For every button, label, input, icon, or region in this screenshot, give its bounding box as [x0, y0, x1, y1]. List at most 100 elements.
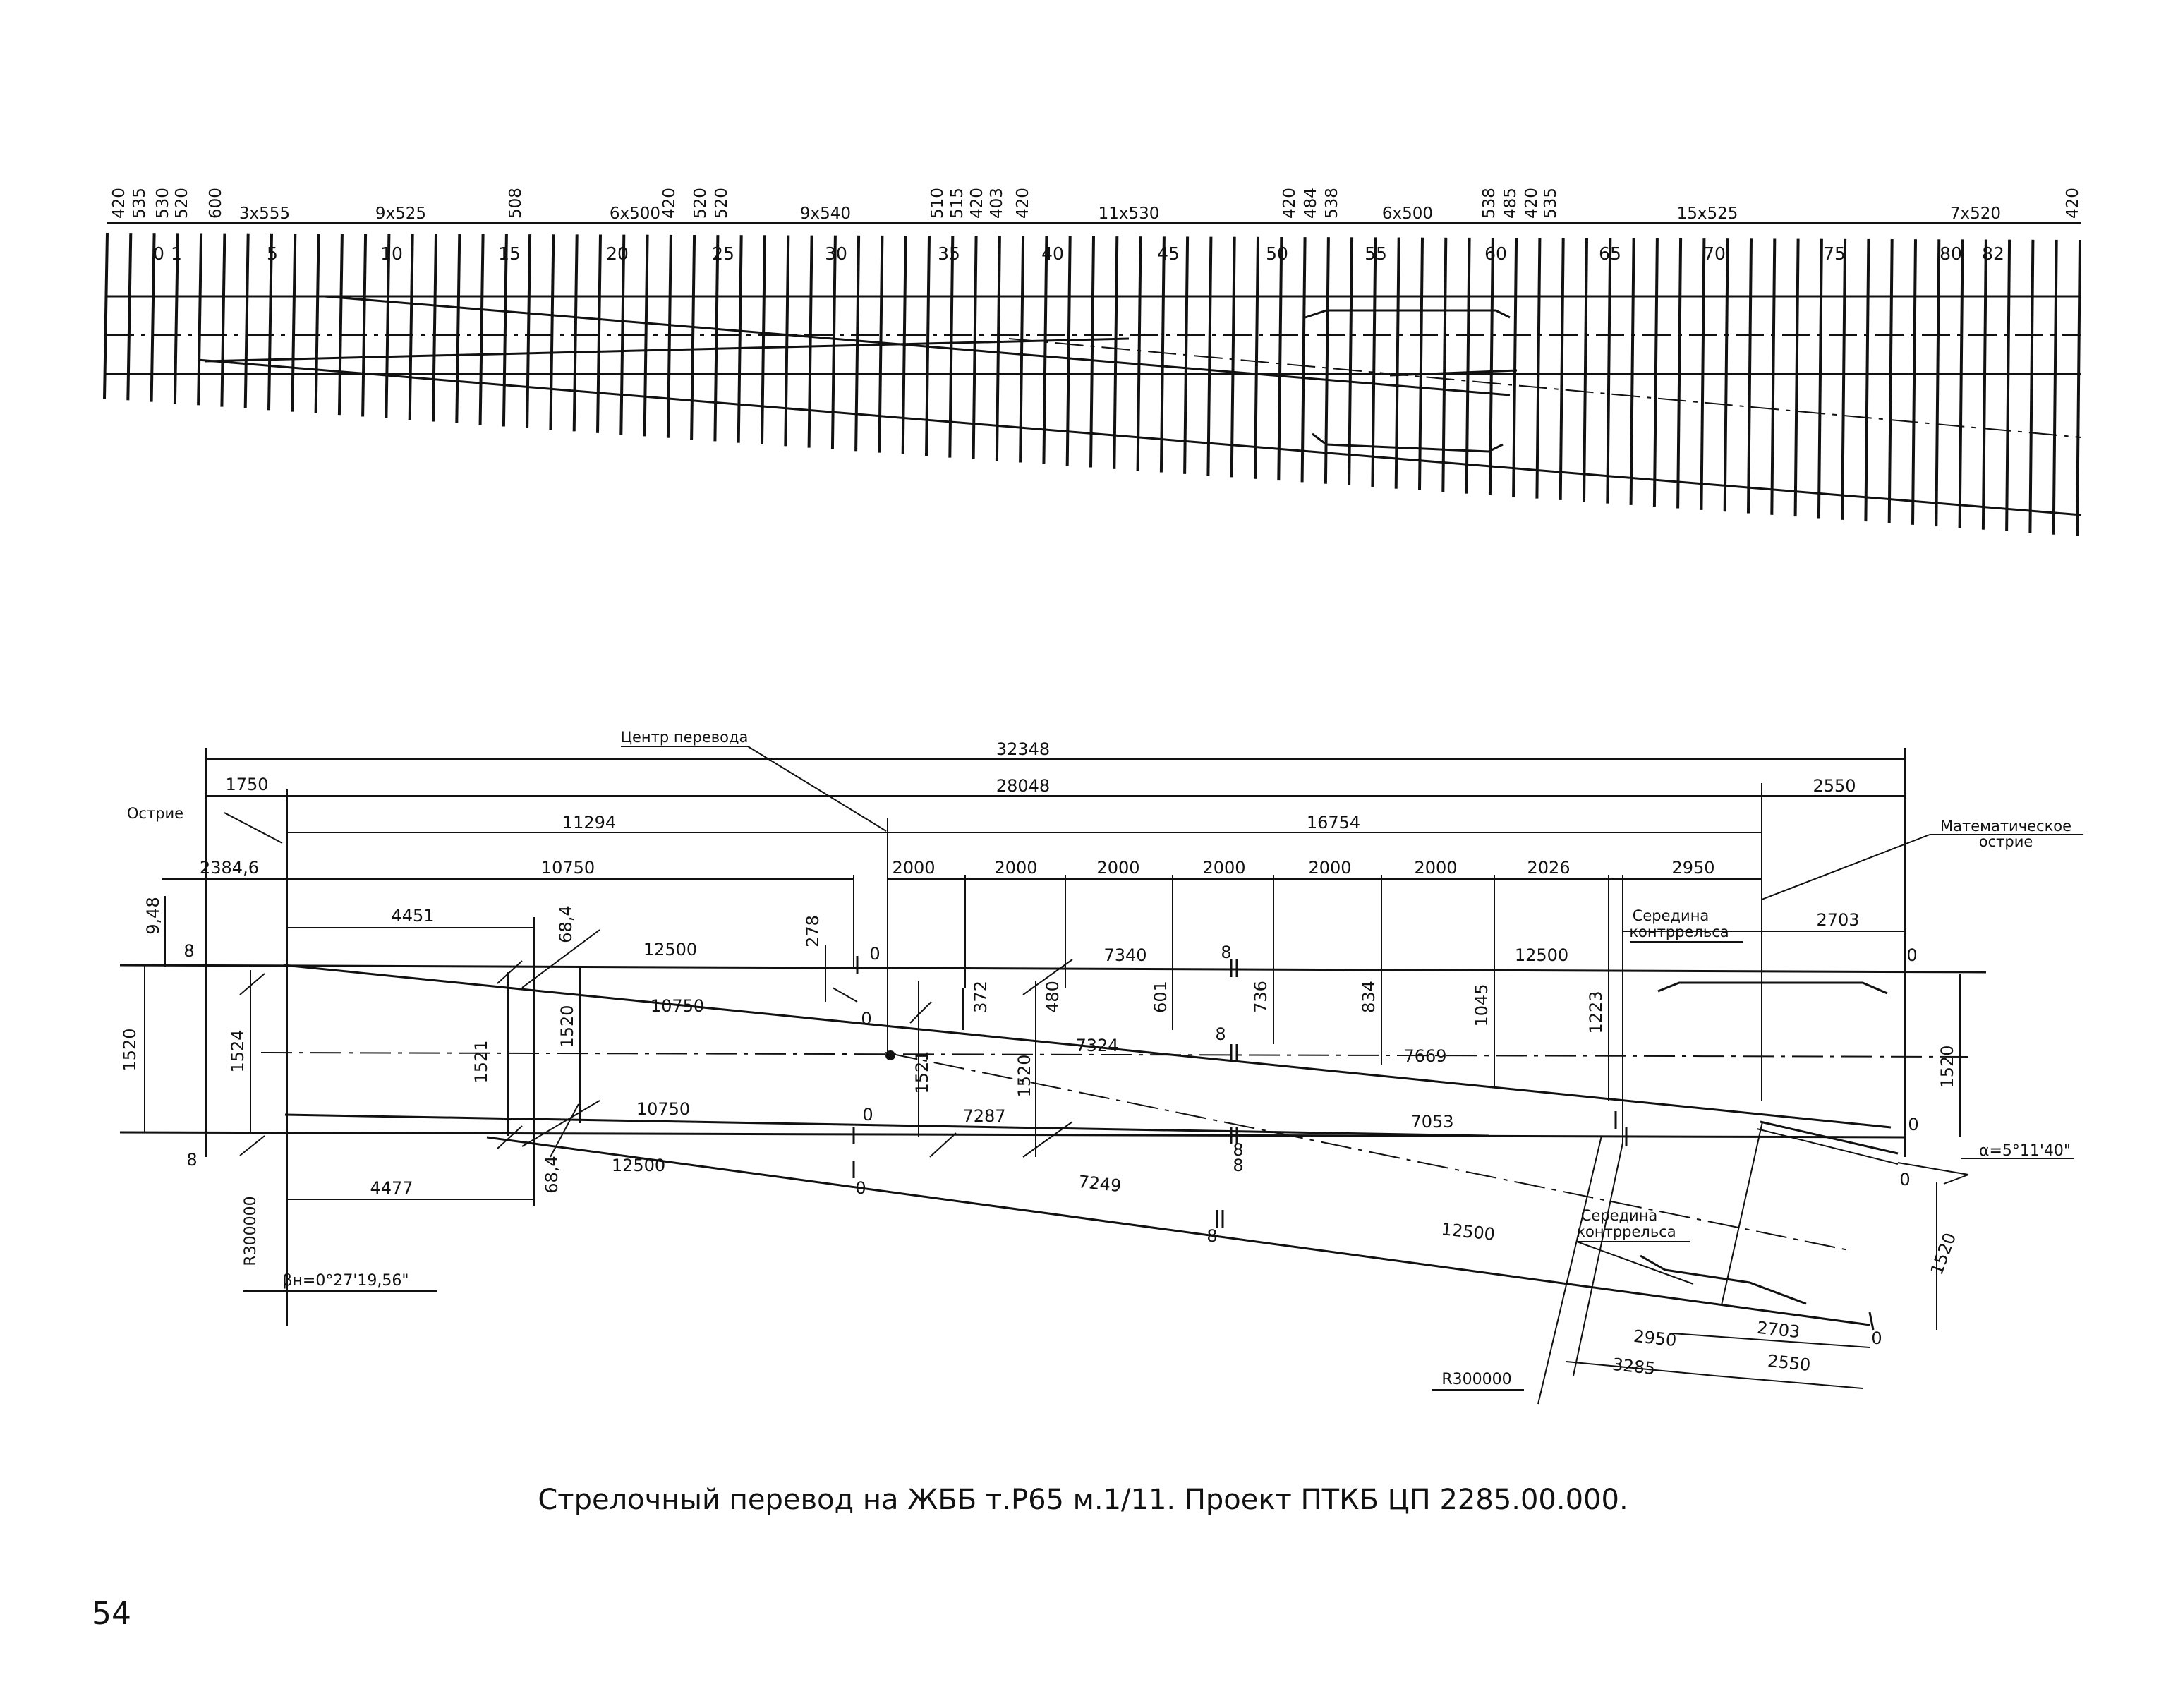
dim-1045: 1045	[1472, 983, 1492, 1026]
dim-1223: 1223	[1586, 991, 1606, 1034]
dim-2000-e: 2000	[1308, 858, 1351, 878]
sleeper	[197, 233, 203, 406]
joint-0-h: 0	[1871, 1328, 1882, 1348]
straight-rail-bottom	[119, 1131, 1906, 1139]
sleeper	[1652, 238, 1659, 507]
spacing-label: 420	[1281, 188, 1299, 219]
sleeper	[1911, 239, 1917, 525]
dim-1520-mid: 1520	[557, 1005, 577, 1048]
dim-4477: 4477	[370, 1178, 413, 1198]
spacing-label: 515	[948, 188, 967, 219]
sleeper	[502, 234, 508, 427]
spacing-label: 538	[1480, 188, 1499, 219]
dim-68-4-b: 68,4	[542, 1156, 562, 1193]
dim-1520-d: 1520	[1015, 1054, 1034, 1097]
sleeper	[1488, 237, 1494, 496]
spacing-label: 7x520	[1950, 205, 2001, 223]
sleeper-number: 20	[606, 243, 629, 264]
spacing-label: 6x500	[1382, 205, 1433, 223]
sleeper	[1230, 236, 1236, 478]
sleeper	[126, 233, 133, 401]
sleeper	[1206, 236, 1213, 476]
sleeper	[737, 235, 743, 443]
sleeper	[1629, 238, 1635, 505]
sleeper	[784, 235, 790, 447]
spacing-label: 520	[713, 188, 731, 219]
dim-2026: 2026	[1527, 858, 1570, 878]
dim-12500-c: 12500	[612, 1156, 665, 1175]
joint-8-b: 8	[1221, 943, 1231, 962]
spacing-label: 420	[968, 188, 986, 219]
sleeper	[291, 233, 297, 412]
sleeper	[1770, 238, 1777, 515]
sleeper-number: 70	[1703, 243, 1726, 264]
dim-2950: 2950	[1671, 858, 1714, 878]
sleeper	[314, 234, 320, 413]
sleeper	[455, 234, 461, 423]
dim-2000-c: 2000	[1096, 858, 1139, 878]
sleeper	[2076, 239, 2081, 537]
label-radius-1: R300000	[242, 1196, 260, 1266]
sleeper	[1042, 236, 1048, 464]
sleeper	[761, 235, 766, 445]
sleeper	[830, 235, 837, 450]
sleeper	[1958, 239, 1964, 528]
spacing-label: 3x555	[239, 205, 290, 223]
straight-rail-top	[119, 964, 1987, 974]
spacing-label: 508	[507, 188, 525, 219]
label-mid-guard-b2: контррельса	[1576, 1223, 1676, 1240]
dim-834: 834	[1359, 981, 1379, 1013]
spacing-label: 484	[1302, 188, 1320, 219]
sleeper	[361, 234, 368, 417]
dim-1521-b: 1521	[912, 1050, 932, 1094]
label-math-tip-1: Математическое	[1940, 818, 2071, 835]
dim-7669: 7669	[1403, 1046, 1446, 1066]
sleeper	[1935, 239, 1941, 527]
sleeper	[596, 234, 602, 433]
sleeper	[1864, 238, 1870, 522]
sleeper	[103, 232, 109, 399]
sleeper	[1136, 236, 1142, 471]
dim-2000-b: 2000	[994, 858, 1037, 878]
curved-rail-outer	[486, 1136, 1870, 1326]
dim-7249: 7249	[1077, 1172, 1123, 1196]
joint-8-c: 8	[1215, 1024, 1226, 1044]
sleeper	[690, 234, 696, 440]
label-center: Центр перевода	[621, 729, 749, 746]
sleeper	[2052, 239, 2058, 535]
sleeper	[995, 236, 1001, 461]
sleeper	[1254, 236, 1259, 479]
spacing-label: 520	[173, 188, 191, 219]
sleeper	[1418, 237, 1424, 491]
label-mid-guard-1: Середина	[1633, 907, 1710, 924]
spacing-label: 15x525	[1677, 205, 1738, 223]
sleeper	[1089, 236, 1095, 468]
dim-9-48: 9,48	[143, 897, 163, 934]
sleeper-number: 45	[1157, 243, 1180, 264]
label-radius-2: R300000	[1441, 1371, 1511, 1388]
sleeper	[2028, 239, 2035, 533]
sleeper	[1371, 237, 1377, 487]
sleeper-number: 1	[171, 243, 182, 264]
dim-10750-b: 10750	[651, 996, 704, 1016]
spacing-label: 420	[1014, 188, 1032, 219]
dim-28048: 28048	[996, 776, 1050, 796]
dim-2703: 2703	[1816, 910, 1859, 930]
sleeper-number: 50	[1266, 243, 1288, 264]
sleeper	[2005, 239, 2011, 532]
joint-8-f: 8	[1206, 1226, 1217, 1246]
dim-2000-f: 2000	[1414, 858, 1457, 878]
sleeper	[220, 233, 226, 407]
dim-7053: 7053	[1410, 1112, 1453, 1132]
sleeper	[1348, 237, 1354, 486]
sleeper	[526, 234, 532, 428]
label-mid-guard-b1: Середина	[1581, 1207, 1658, 1224]
page-number: 54	[92, 1596, 131, 1632]
drawing-caption: Стрелочный перевод на ЖББ т.Р65 м.1/11. …	[538, 1484, 1628, 1516]
dim-32348: 32348	[996, 739, 1050, 759]
sleeper-number: 82	[1982, 243, 2004, 264]
label-alpha: α=5°11'40"	[1979, 1142, 2071, 1160]
